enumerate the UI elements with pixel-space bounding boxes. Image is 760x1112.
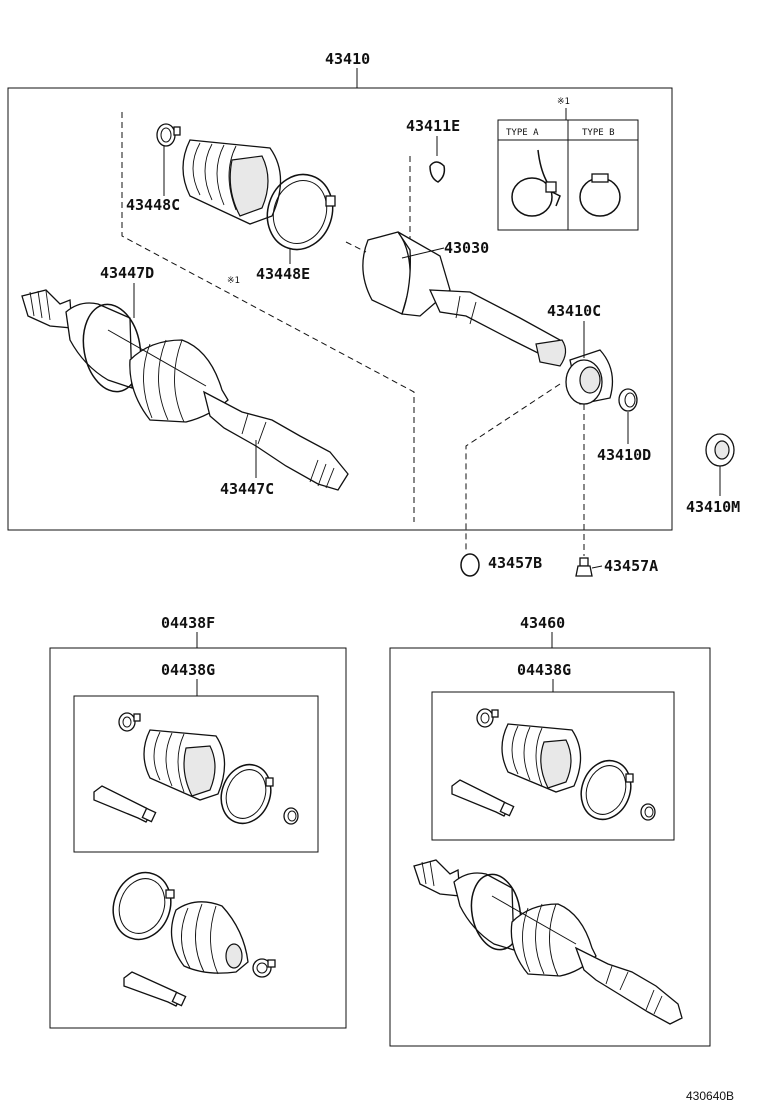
dashed-guide-43457B	[465, 383, 561, 552]
kit-left-large-clamp-icon	[220, 763, 274, 825]
label-kit-43460: 43460	[520, 614, 565, 632]
snap-ring-43410D-icon	[618, 388, 638, 412]
kit-04438G-right-frame	[431, 691, 675, 841]
label-43410: 43410	[325, 50, 370, 68]
label-43448E: 43448E	[256, 265, 310, 283]
label-43410M: 43410M	[686, 498, 740, 516]
kit-right-inboard-boot-icon	[501, 723, 582, 793]
kit-43460-frame	[389, 647, 711, 1047]
oil-seal-43410M-icon	[705, 433, 735, 467]
label-43447D: 43447D	[100, 264, 154, 282]
kit-left-outboard-boot-icon	[170, 901, 249, 975]
small-clamp-43448C-icon	[156, 123, 181, 147]
label-43457A: 43457A	[604, 557, 658, 575]
drive-shaft-outboard-icon	[21, 289, 349, 491]
label-43410D: 43410D	[597, 446, 651, 464]
label-kit-04438G-left: 04438G	[161, 661, 215, 679]
kit-left-small-clamp-icon	[118, 712, 141, 732]
main-assembly-frame	[7, 87, 673, 531]
o-ring-43457B-icon	[460, 553, 480, 577]
kit-left-outboard-grease-tube-icon	[123, 971, 187, 1007]
kit-right-grease-tube-icon	[451, 779, 515, 817]
note-mark-boot: ※1	[227, 276, 240, 286]
label-43410C: 43410C	[547, 302, 601, 320]
kit-04438F-frame	[49, 647, 347, 1029]
inboard-boot-icon	[182, 139, 282, 225]
kit-right-small-clamp-icon	[476, 708, 499, 728]
snap-ring-43411E-icon	[429, 161, 446, 183]
kit-right-large-clamp-icon	[580, 759, 634, 821]
kit-right-drive-shaft-icon	[413, 859, 683, 1025]
large-clamp-43448E-icon	[266, 173, 336, 251]
label-43448C: 43448C	[126, 196, 180, 214]
kit-left-inboard-boot-icon	[143, 729, 226, 801]
kit-right-snap-ring-icon	[640, 803, 656, 821]
type-b-label: TYPE B	[582, 128, 615, 138]
note-mark-top: ※1	[557, 97, 570, 107]
clamp-type-a-icon	[511, 149, 561, 217]
label-kit-04438F: 04438F	[161, 614, 215, 632]
kit-left-outboard-small-clamp-icon	[252, 958, 276, 978]
label-43411E: 43411E	[406, 117, 460, 135]
label-43457B: 43457B	[488, 554, 542, 572]
kit-04438G-left-frame	[73, 695, 319, 853]
label-kit-04438G-right: 04438G	[517, 661, 571, 679]
clamp-type-b-icon	[579, 173, 621, 217]
inboard-joint-43030-icon	[362, 231, 567, 367]
type-a-label: TYPE A	[506, 128, 539, 138]
kit-left-outboard-large-clamp-icon	[112, 871, 175, 941]
label-43447C: 43447C	[220, 480, 274, 498]
kit-left-snap-ring-icon	[283, 807, 299, 825]
reference-code: 430640B	[686, 1089, 734, 1103]
kit-left-grease-tube-icon	[93, 785, 157, 823]
dashed-group-outline	[121, 112, 415, 522]
label-43030: 43030	[444, 239, 489, 257]
bearing-43410C-icon	[565, 349, 614, 405]
bolt-43457A-icon	[575, 557, 593, 577]
